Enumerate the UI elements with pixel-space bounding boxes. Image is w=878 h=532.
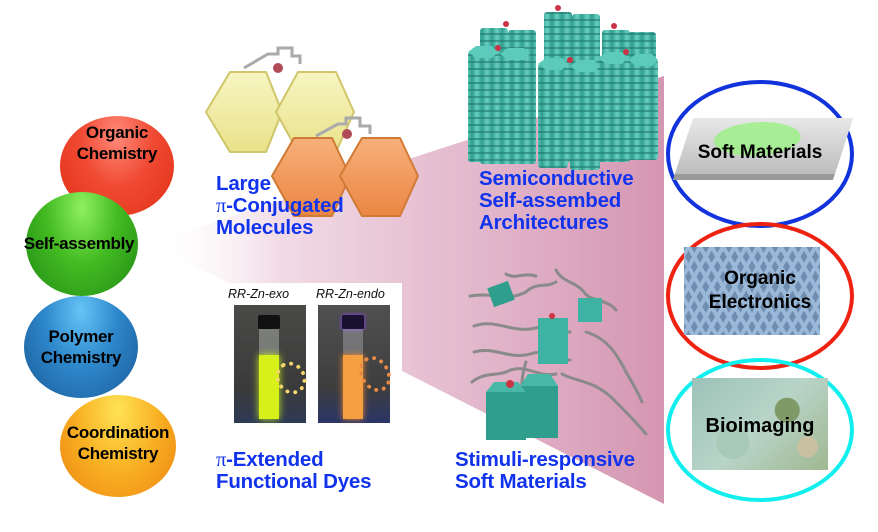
application-ring-bioimaging <box>666 358 854 502</box>
vial-cap <box>258 315 280 329</box>
field-label-self-assembly: Self-assembly <box>23 234 135 253</box>
application-label-soft-materials: Soft Materials <box>697 142 823 163</box>
polymer-stack-illustration <box>468 268 648 440</box>
field-ball-self-assembly <box>26 192 138 296</box>
stack-columns <box>468 5 658 170</box>
application-label-organic-electronics: Organic Electronics <box>708 268 812 313</box>
columnar-stack-illustration <box>468 5 658 170</box>
vial-glass <box>343 329 363 355</box>
small-stacks <box>486 280 602 440</box>
vial-photo-endo <box>318 305 398 423</box>
vial-photo-exo <box>234 305 313 423</box>
vial-glass <box>259 329 279 355</box>
bioimaging-image <box>692 378 828 470</box>
field-label-polymer-chemistry: Polymer Chemistry <box>40 327 122 367</box>
field-label-coordination-chemistry: Coordination Chemistry <box>66 423 170 463</box>
topic-semiconductive-self-assembled-architectures: Semiconductive Self-assembed Architectur… <box>479 167 634 234</box>
pi-symbol: π <box>216 449 227 471</box>
vial-caption-endo: RR-Zn-endo <box>316 287 385 301</box>
topic-stimuli-responsive-soft-materials: Stimuli-responsive Soft Materials <box>455 448 635 493</box>
vial-photo-panel: RR-Zn-exo RR-Zn-endo <box>222 283 402 433</box>
organic-electronics-image <box>684 247 820 335</box>
pi-symbol: π <box>216 195 227 217</box>
topic-large-pi-conjugated-molecules: Large π-Conjugated Molecules <box>216 172 344 239</box>
application-label-bioimaging: Bioimaging <box>705 415 815 437</box>
vial-liquid-yellow <box>259 355 279 419</box>
vial-liquid-orange <box>343 355 363 419</box>
field-label-organic-chemistry: Organic Chemistry <box>76 123 158 163</box>
vial-caption-exo: RR-Zn-exo <box>228 287 290 301</box>
field-ball-coordination-chemistry <box>60 395 176 497</box>
orange-dimer <box>271 116 419 217</box>
topic-pi-extended-functional-dyes: π-Extended Functional Dyes <box>216 448 372 493</box>
hexagon-dimer-illustration <box>205 46 419 217</box>
field-ball-polymer-chemistry <box>24 296 138 398</box>
yellow-dimer <box>205 46 355 153</box>
vial-cap <box>342 315 364 329</box>
